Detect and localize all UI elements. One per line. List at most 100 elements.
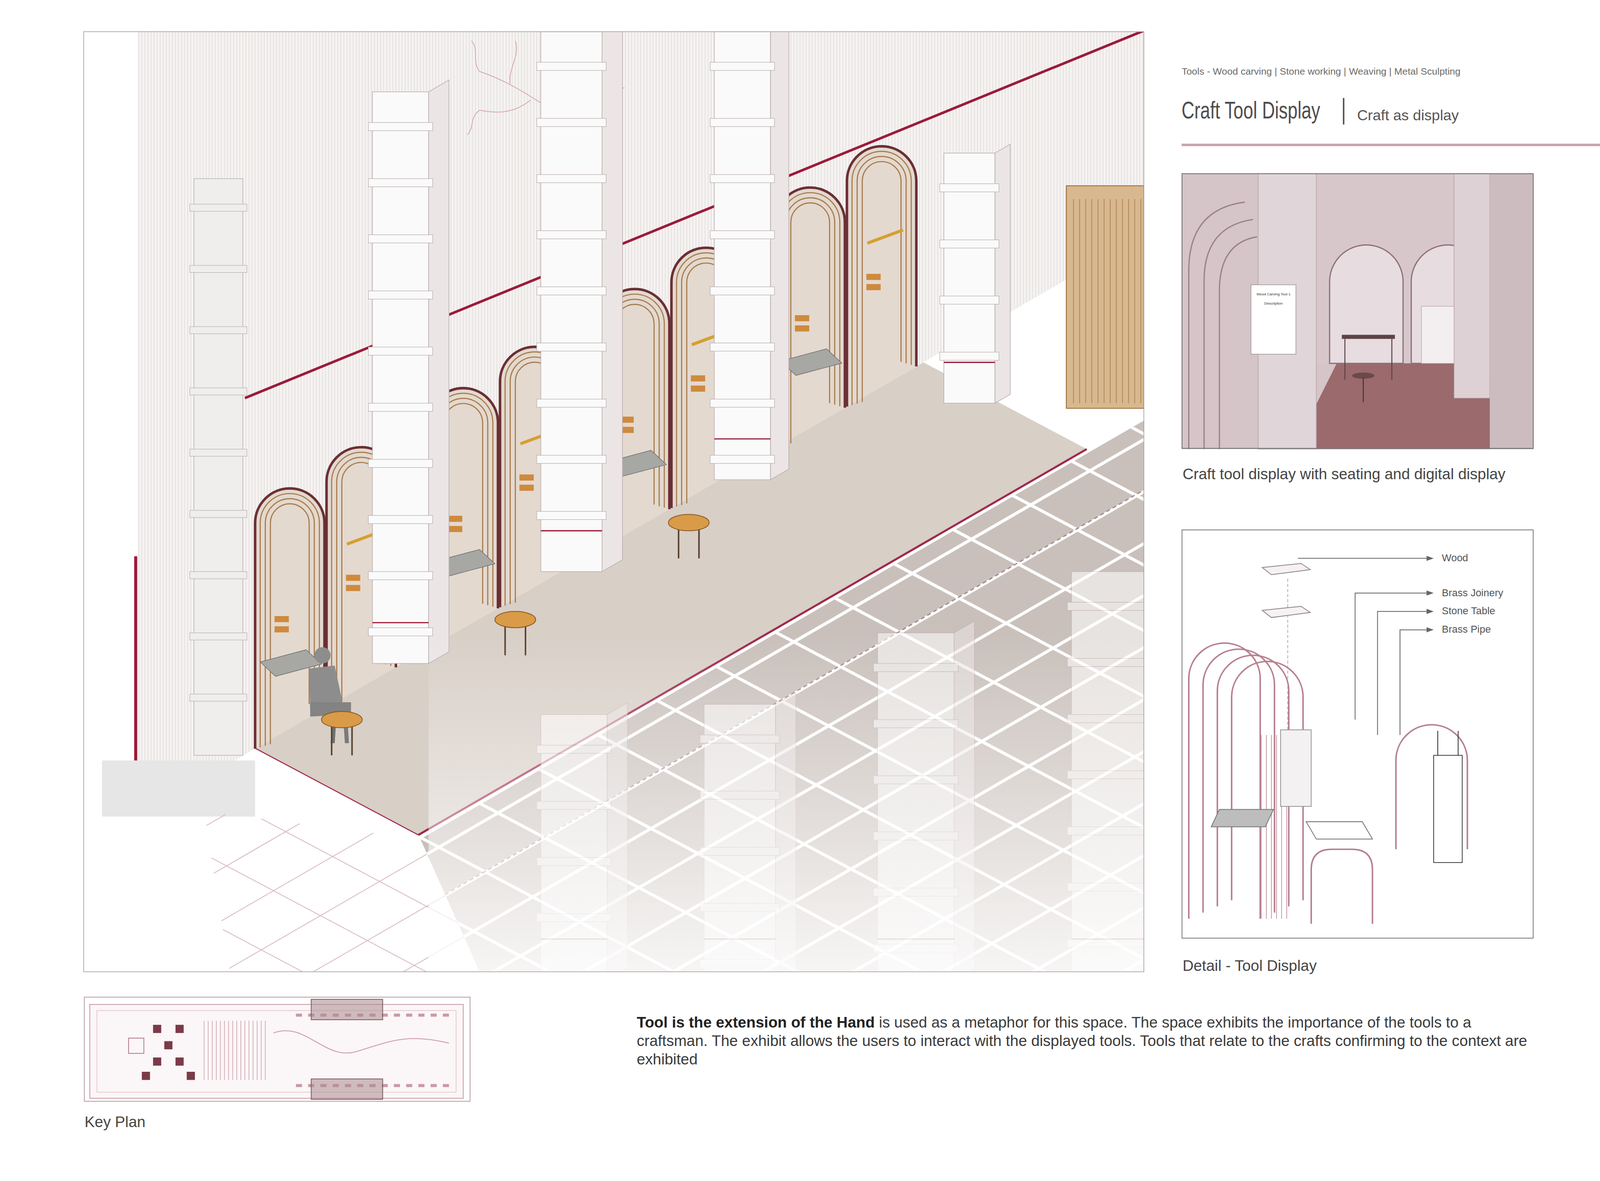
floor-joint bbox=[83, 95, 1145, 972]
floor-joint bbox=[83, 31, 303, 834]
floor-joint bbox=[83, 487, 1145, 972]
floor-joint bbox=[83, 882, 480, 972]
brass-joinery bbox=[866, 283, 881, 290]
floor-joint bbox=[871, 31, 1144, 539]
floor-joint bbox=[83, 31, 1145, 972]
plan-hatch bbox=[260, 1020, 262, 1080]
assembly-line bbox=[1287, 578, 1289, 730]
floor-joint bbox=[575, 31, 1144, 710]
column-moulding bbox=[939, 240, 999, 249]
table-top bbox=[321, 711, 363, 728]
floor-joint bbox=[83, 39, 1145, 972]
floor-joint bbox=[83, 31, 1145, 972]
leader-line bbox=[1298, 558, 1427, 559]
floor-joint bbox=[812, 31, 1145, 573]
floor-joint bbox=[83, 388, 1145, 972]
wood-top bbox=[1305, 821, 1373, 840]
annotation-label: Brass Pipe bbox=[1441, 623, 1491, 636]
floor-joint bbox=[83, 129, 1145, 972]
column-moulding bbox=[368, 122, 433, 131]
column-side bbox=[994, 144, 1011, 404]
round-table bbox=[668, 514, 710, 559]
column-moulding bbox=[368, 178, 433, 188]
plan-hatch bbox=[228, 1020, 229, 1080]
floor-joint bbox=[83, 266, 1145, 972]
floor-edge bbox=[255, 748, 419, 836]
render-leg bbox=[1391, 338, 1393, 380]
floor-joint bbox=[83, 213, 1145, 972]
floor-joint bbox=[83, 462, 1145, 972]
column-moulding bbox=[710, 118, 775, 127]
floor-joint bbox=[83, 313, 1145, 972]
floor-joint bbox=[83, 335, 1145, 972]
brass-joinery bbox=[866, 273, 881, 280]
brass-joinery bbox=[274, 626, 289, 633]
plan-hatch bbox=[264, 1020, 266, 1080]
annotation-label: Wood Carving Tool 1 bbox=[1256, 291, 1291, 296]
column-moulding bbox=[536, 174, 607, 183]
column-moulding bbox=[536, 455, 607, 464]
floor-joint bbox=[83, 31, 1145, 972]
screen-slat bbox=[1134, 199, 1136, 404]
column-moulding bbox=[1067, 602, 1144, 611]
floor-joint bbox=[83, 437, 1145, 972]
brass-pipe bbox=[785, 197, 835, 445]
annotation-label: Stone Table bbox=[1441, 605, 1496, 618]
floor-joint bbox=[83, 587, 1145, 972]
plan-seat bbox=[442, 1013, 449, 1018]
floor-joint bbox=[83, 31, 1145, 972]
column-base-line bbox=[714, 438, 771, 440]
floor-joint bbox=[83, 31, 303, 834]
rod bbox=[1265, 735, 1267, 919]
floor-joint bbox=[83, 163, 1145, 972]
floor-joint bbox=[83, 369, 1145, 972]
floor-joint bbox=[83, 31, 1145, 972]
pilaster-moulding bbox=[189, 510, 248, 518]
floor-joint bbox=[83, 95, 1145, 972]
floor-joint bbox=[83, 263, 1145, 972]
plan-outline bbox=[89, 1004, 464, 1099]
column-moulding bbox=[536, 230, 607, 240]
table-top bbox=[668, 514, 710, 531]
screen-slat bbox=[1085, 199, 1086, 404]
emphasis-text: Tool is the extension of the Hand bbox=[636, 1013, 875, 1031]
brass-joinery bbox=[274, 616, 289, 623]
floor-joint bbox=[83, 587, 1145, 972]
column-face bbox=[714, 31, 771, 480]
floor-joint bbox=[83, 31, 1145, 972]
plan-block bbox=[152, 1057, 162, 1066]
arch-frame bbox=[1203, 649, 1275, 913]
plan-inner bbox=[96, 1010, 456, 1093]
plan-highlight bbox=[311, 1078, 383, 1100]
floor-joint bbox=[83, 266, 1145, 972]
floor-joint bbox=[83, 31, 1145, 972]
pilaster-moulding bbox=[189, 326, 248, 335]
floor-joint bbox=[101, 31, 1144, 972]
floor-joint bbox=[83, 31, 1145, 972]
floor-joint bbox=[83, 471, 1145, 972]
floor-joint bbox=[83, 31, 256, 809]
screen-slat bbox=[1079, 199, 1080, 404]
column-moulding bbox=[710, 399, 775, 408]
floor-joint bbox=[634, 31, 1144, 676]
banner-rod bbox=[1437, 730, 1439, 756]
render-view bbox=[1181, 173, 1534, 450]
floor-joint bbox=[83, 31, 1145, 972]
wood-screen bbox=[1066, 185, 1144, 409]
brass-joinery bbox=[794, 325, 810, 332]
floor-joint bbox=[83, 263, 1145, 972]
tree-branch bbox=[467, 110, 480, 135]
floor-joint bbox=[83, 64, 1145, 972]
pilaster-moulding bbox=[189, 265, 248, 273]
brass-pipe bbox=[270, 503, 310, 745]
plan-feature bbox=[128, 1038, 144, 1054]
render-table bbox=[1341, 335, 1395, 340]
table-top bbox=[494, 611, 536, 628]
floor-joint bbox=[83, 114, 1145, 972]
floor-joint bbox=[83, 31, 1145, 972]
column-moulding bbox=[368, 290, 433, 300]
floor-joint bbox=[83, 238, 1145, 972]
plan-hatch bbox=[236, 1020, 237, 1080]
plan-block bbox=[175, 1024, 184, 1034]
arch-niche bbox=[847, 146, 917, 407]
